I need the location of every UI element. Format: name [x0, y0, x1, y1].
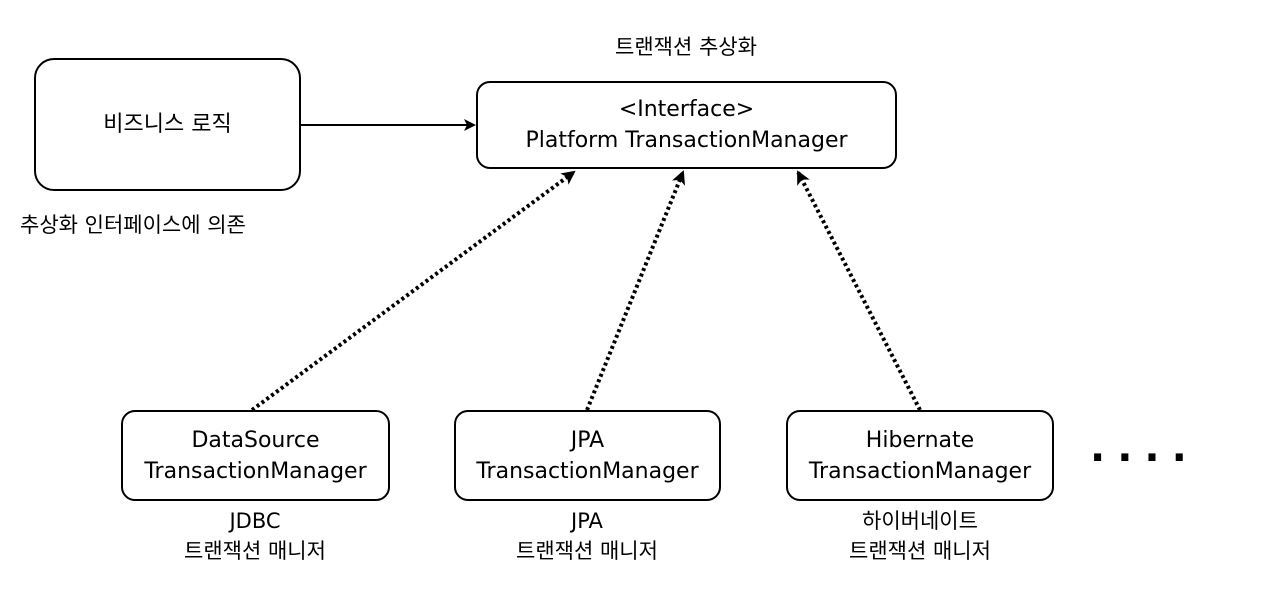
- impl-name-line1: DataSource: [191, 427, 320, 453]
- interface-name: Platform TransactionManager: [525, 128, 848, 153]
- business-logic-label: 비즈니스 로직: [103, 112, 232, 137]
- abstraction-caption: 트랜잭션 추상화: [615, 35, 757, 59]
- datasource-caption: JDBC 트랜잭션 매니저: [184, 509, 326, 563]
- impl-name-line1: JPA: [570, 427, 605, 453]
- hibernate-transaction-manager-box: Hibernate TransactionManager: [786, 410, 1054, 501]
- impl-name-line1: Hibernate: [865, 427, 975, 453]
- interface-stereotype: <Interface>: [618, 97, 755, 122]
- jpa-caption: JPA 트랜잭션 매니저: [516, 509, 658, 563]
- more-implementations-ellipsis: ....: [1090, 425, 1199, 471]
- impl-name-line2: TransactionManager: [476, 458, 699, 484]
- impl-name-line2: TransactionManager: [808, 458, 1032, 484]
- interface-box: <Interface> Platform TransactionManager: [476, 81, 897, 169]
- realization-arrow-hibernate: [796, 170, 922, 411]
- realization-arrow-datasource: [250, 170, 576, 412]
- realization-arrow-jpa: [585, 170, 686, 411]
- business-logic-note: 추상화 인터페이스에 의존: [20, 213, 246, 237]
- datasource-transaction-manager-box: DataSource TransactionManager: [121, 410, 390, 501]
- jpa-transaction-manager-box: JPA TransactionManager: [454, 410, 721, 501]
- impl-name-line2: TransactionManager: [144, 458, 367, 484]
- hibernate-caption: 하이버네이트 트랜잭션 매니저: [849, 509, 991, 563]
- business-logic-box: 비즈니스 로직: [34, 58, 301, 191]
